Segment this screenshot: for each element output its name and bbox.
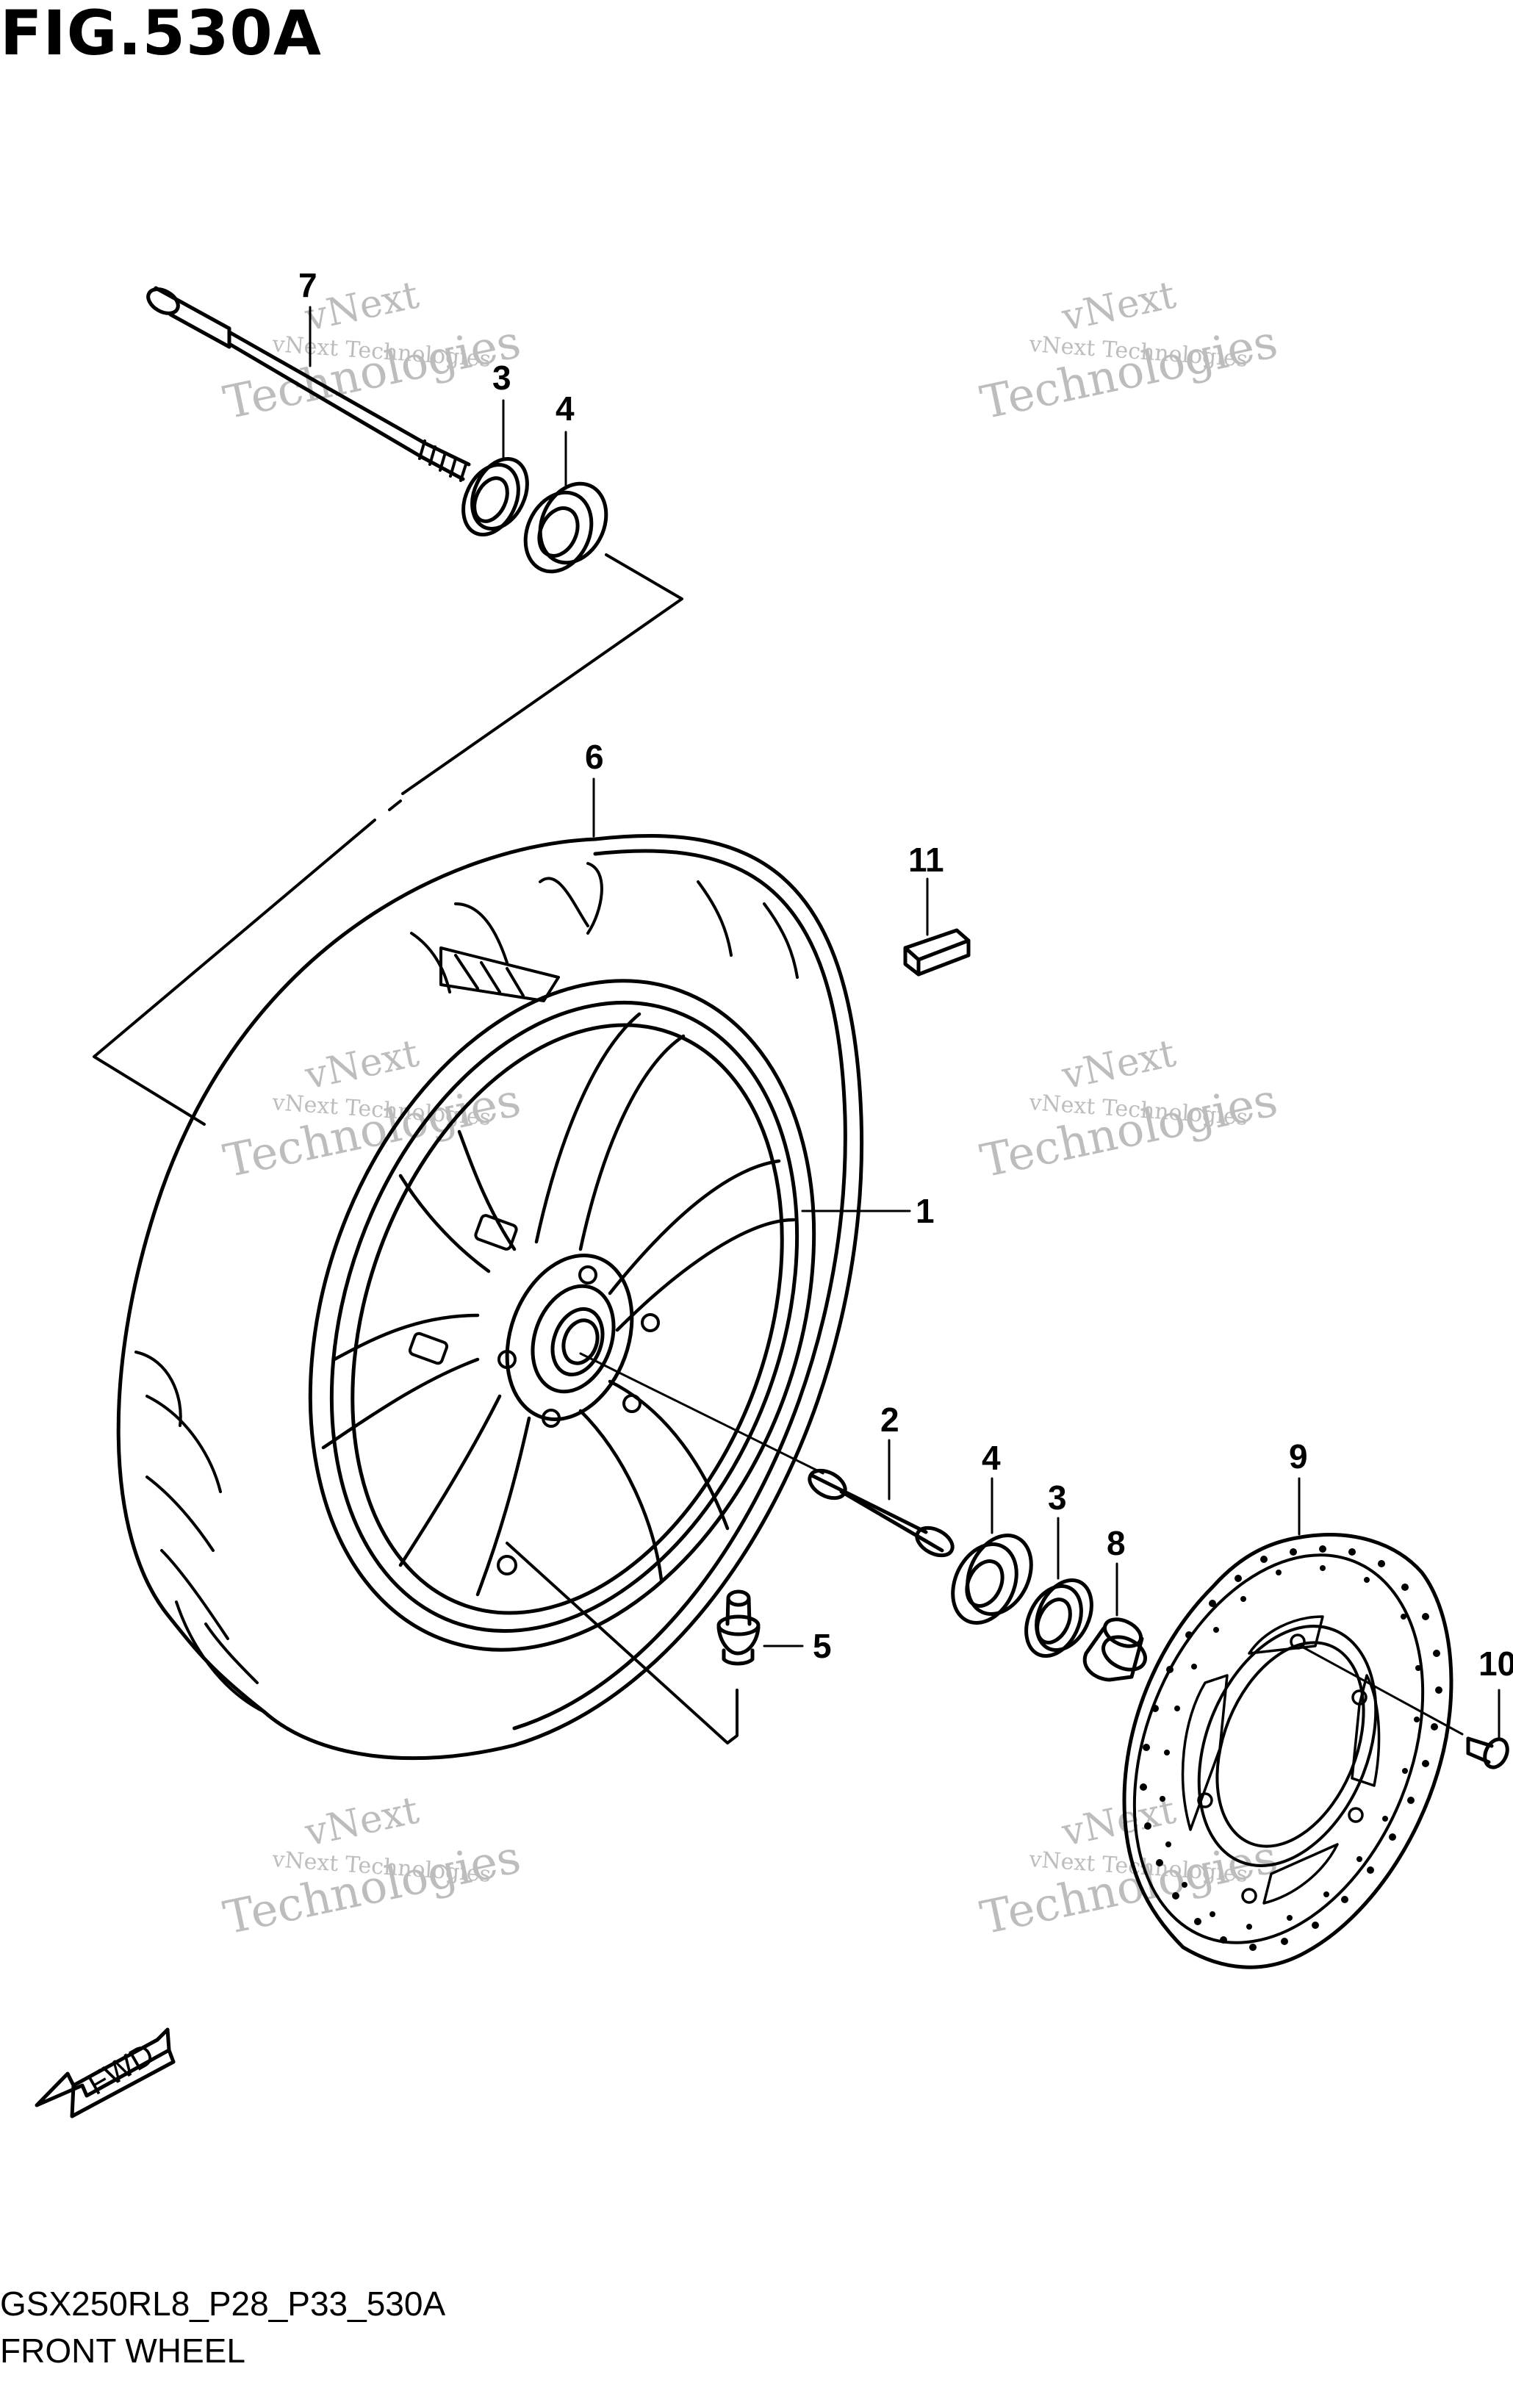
svg-text:vNext: vNext	[1057, 273, 1179, 340]
callout-6: 6	[585, 738, 604, 776]
part-1-cast-wheel	[308, 979, 911, 1652]
part-2-spacer	[579, 1352, 955, 1558]
callout-1: 1	[916, 1192, 935, 1230]
callout-11: 11	[908, 841, 944, 879]
part-3-oil-seal-top	[461, 399, 529, 537]
watermark-top-right: vNext Technologies vNext Technologies	[976, 273, 1282, 430]
part-8-collar	[1082, 1562, 1147, 1682]
callout-4-top: 4	[556, 389, 575, 428]
watermark-middle-right: vNext Technologies vNext Technologies	[976, 1032, 1282, 1188]
callout-5: 5	[813, 1627, 832, 1665]
callout-10: 10	[1478, 1645, 1513, 1683]
svg-text:Technologies: Technologies	[219, 1830, 525, 1945]
callouts: 7 3 4 6 11 1 2 4 3 8 9 10 5	[298, 266, 1513, 1683]
svg-text:vNext: vNext	[301, 1032, 423, 1099]
part-5-tire-valve	[716, 1589, 804, 1666]
part-9-brake-disc	[1122, 1477, 1464, 1969]
assembly-bracket-line	[93, 553, 683, 1126]
assembly-bracket-bottom	[506, 1542, 738, 1744]
callout-9: 9	[1289, 1437, 1308, 1476]
svg-text:Technologies: Technologies	[976, 315, 1282, 430]
svg-text:Technologies: Technologies	[976, 1073, 1282, 1188]
section-name: FRONT WHEEL	[0, 2332, 245, 2370]
svg-text:vNext: vNext	[1057, 1032, 1179, 1099]
part-6-tire	[116, 777, 864, 1761]
watermarks: vNext Technologies vNext Technologies vN…	[219, 273, 1282, 1945]
part-4-bearing-top	[523, 431, 608, 574]
callout-3-top: 3	[492, 359, 511, 397]
figure-title: FIG.530A	[0, 0, 322, 69]
callout-4-bottom: 4	[982, 1439, 1001, 1477]
watermark-bottom-left: vNext Technologies vNext Technologies	[219, 1789, 525, 1945]
svg-text:vNext: vNext	[301, 1789, 423, 1855]
part-4-bearing-bottom	[951, 1477, 1033, 1625]
model-code: GSX250RL8_P28_P33_530A	[0, 2285, 446, 2323]
callout-2: 2	[880, 1401, 899, 1439]
svg-text:Technologies: Technologies	[219, 1073, 525, 1188]
callout-8: 8	[1107, 1524, 1126, 1562]
callout-3-bottom: 3	[1048, 1478, 1067, 1517]
forward-direction-arrow: FWD	[35, 2027, 176, 2118]
part-7-front-axle	[146, 286, 471, 482]
part-10-disc-bolt	[1466, 1689, 1509, 1769]
svg-text:vNext: vNext	[301, 273, 423, 340]
callout-7: 7	[298, 266, 317, 304]
watermark-bottom-right: vNext Technologies vNext Technologies	[976, 1789, 1282, 1945]
part-3-oil-seal-bottom	[1024, 1517, 1093, 1658]
part-11-balance-weight	[903, 877, 971, 977]
